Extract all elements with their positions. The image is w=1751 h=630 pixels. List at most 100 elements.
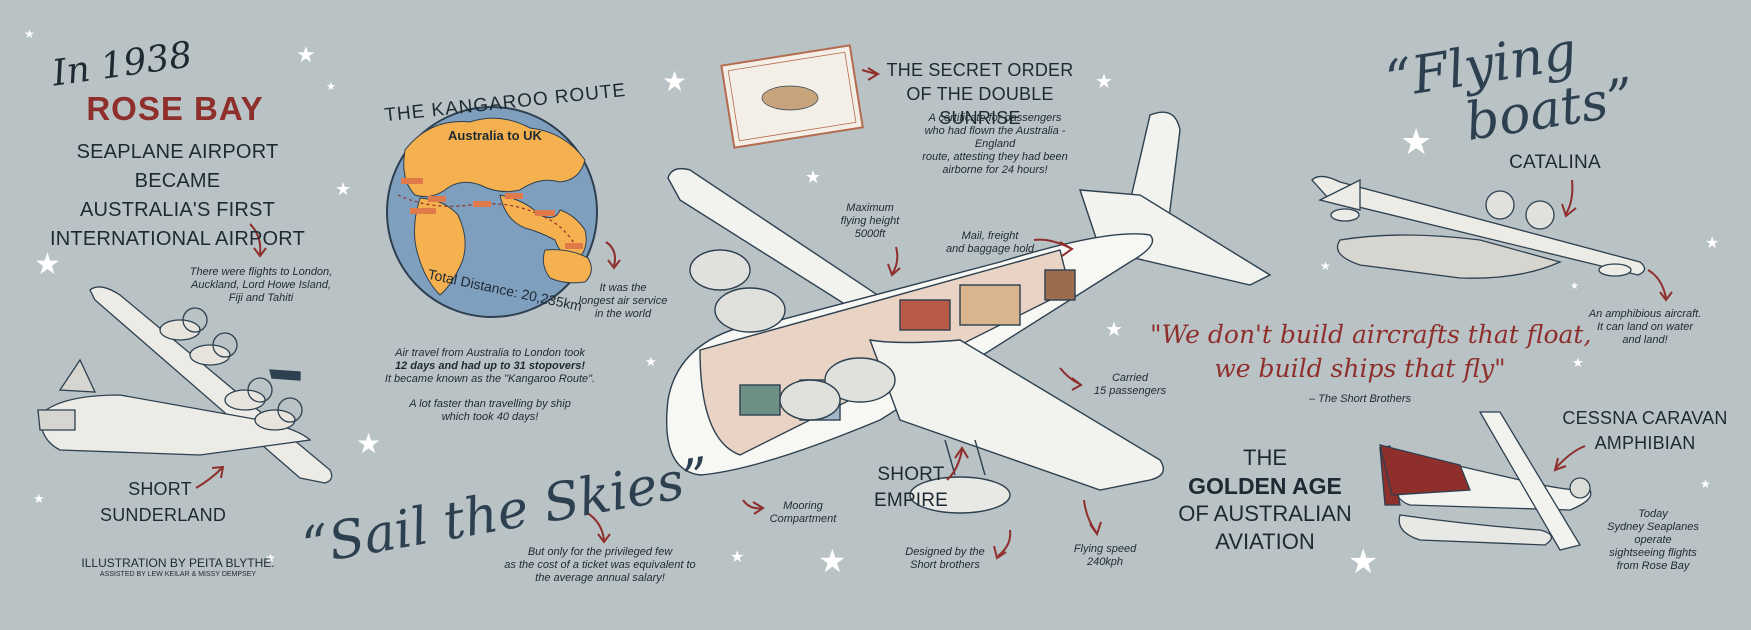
label-line: SHORT: [877, 464, 945, 485]
note-line: There were flights to London,: [189, 266, 333, 278]
credits: ILLUSTRATION BY PEITA BLYTHE. ASSISTED B…: [68, 556, 288, 578]
note-line: An amphibious aircraft.: [1588, 308, 1702, 320]
note-line: 240kph: [1086, 556, 1124, 568]
mail-note: Mail, freight and baggage hold: [935, 230, 1045, 256]
star-icon: ★: [1348, 543, 1379, 581]
star-icon: ★: [1095, 71, 1113, 93]
secret-note: A certificate for passengers who had flo…: [905, 112, 1085, 177]
star-icon: ★: [1700, 477, 1711, 491]
note-line: Sydney Seaplanes: [1607, 521, 1699, 533]
note-line: Short brothers: [910, 559, 980, 571]
flights-note: There were flights to London, Auckland, …: [176, 266, 346, 305]
star-icon: ★: [662, 66, 688, 97]
route-inner-label: Australia to UK: [448, 128, 542, 143]
annotation-arrows: [195, 67, 1673, 560]
star-icon: ★: [818, 543, 847, 579]
note-line: longest air service: [578, 295, 668, 307]
star-icon: ★: [1572, 355, 1584, 370]
note-line: Designed by the: [905, 546, 985, 558]
star-icon: ★: [805, 167, 822, 187]
note-line: and land!: [1622, 334, 1668, 346]
note-line: Mooring: [783, 500, 823, 512]
star-icon: ★: [326, 81, 336, 93]
heading-line: GOLDEN AGE: [1188, 473, 1342, 499]
label-line: SHORT: [128, 479, 192, 499]
note-line: A lot faster than travelling by ship: [409, 398, 571, 410]
catalina-note: An amphibious aircraft. It can land on w…: [1580, 308, 1710, 347]
note-line: who had flown the Australia - England: [924, 125, 1066, 150]
quote: "We don't build aircrafts that float, we…: [1150, 318, 1591, 386]
note-line: sightseeing flights: [1609, 547, 1697, 559]
star-icon: ★: [1400, 121, 1433, 162]
star-icon: ★: [33, 491, 45, 506]
note-line: operate: [1634, 534, 1672, 546]
heading-line: OF AUSTRALIAN: [1178, 501, 1352, 526]
max-height-note: Maximum flying height 5000ft: [830, 202, 910, 241]
golden-heading: THE GOLDEN AGE OF AUSTRALIAN AVIATION: [1160, 444, 1370, 556]
intro-line: SEAPLANE AIRPORT BECAME: [76, 141, 279, 192]
certificate: [720, 44, 864, 149]
note-line: which took 40 days!: [441, 411, 539, 423]
note-line: Air travel from Australia to London took: [395, 347, 585, 359]
sail-note: But only for the privileged few as the c…: [490, 546, 710, 585]
note-line: 15 passengers: [1093, 385, 1167, 397]
mooring-note: Mooring Compartment: [758, 500, 848, 526]
cessna-label: CESSNA CARAVAN AMPHIBIAN: [1560, 406, 1730, 456]
star-icon: ★: [296, 42, 316, 67]
note-line: Auckland, Lord Howe Island,: [190, 279, 332, 291]
sunderland-plane: [37, 286, 333, 484]
travel-note: Air travel from Australia to London took…: [355, 347, 625, 424]
star-icon: ★: [1705, 235, 1720, 252]
note-line: It was the: [599, 282, 647, 294]
short-empire-plane: [665, 111, 1272, 514]
note-line: Today: [1638, 508, 1668, 520]
credits-line: ASSISTED BY LEW KEILAR & MISSY DEMPSEY: [99, 571, 257, 578]
star-icon: ★: [730, 549, 745, 566]
intro-line: AUSTRALIA'S FIRST: [79, 199, 276, 221]
note-line: the average annual salary!: [535, 572, 665, 584]
secret-title: THE SECRET ORDER OF THE DOUBLE SUNRISE: [880, 58, 1080, 130]
quote-line: we build ships that fly": [1214, 354, 1506, 383]
short-empire-label: SHORT EMPIRE: [866, 462, 956, 514]
note-line: as the cost of a ticket was equivalent t…: [504, 559, 696, 571]
sunderland-label: SHORT SUNDERLAND: [100, 476, 227, 528]
star-icon: ★: [1320, 259, 1331, 273]
note-line: route, attesting they had been: [922, 151, 1068, 163]
note-line: from Rose Bay: [1616, 560, 1690, 572]
star-icon: ★: [1105, 319, 1123, 341]
label-line: SUNDERLAND: [100, 505, 227, 525]
heading-line: THE: [1243, 445, 1287, 470]
note-line: Carried: [1111, 372, 1149, 384]
note-line: Maximum: [846, 202, 894, 214]
note-line: It can land on water: [1596, 321, 1693, 333]
speed-note: Flying speed 240kph: [1060, 543, 1150, 569]
title-line: OF THE DOUBLE SUNRISE: [906, 84, 1054, 128]
title-line: THE SECRET ORDER: [886, 60, 1074, 80]
star-icon: ★: [1570, 281, 1579, 292]
label-line: EMPIRE: [873, 490, 949, 511]
cessna-plane: [1378, 411, 1592, 551]
note-line: Mail, freight: [961, 230, 1019, 242]
note-line: airborne for 24 hours!: [942, 164, 1048, 176]
globe: [386, 106, 598, 318]
label-line: AMPHIBIAN: [1594, 433, 1696, 453]
note-line: 5000ft: [854, 228, 886, 240]
longest-note: It was the longest air service in the wo…: [568, 282, 678, 321]
catalina-plane: [1311, 175, 1646, 279]
note-line: Fiji and Tahiti: [228, 292, 294, 304]
intro-place: ROSE BAY: [86, 90, 264, 127]
note-line: and baggage hold: [945, 243, 1035, 255]
note-line: It became known as the "Kangaroo Route".: [384, 373, 596, 385]
note-line: Compartment: [769, 513, 837, 525]
heading-line: AVIATION: [1215, 529, 1315, 554]
quote-attribution: – The Short Brothers: [1308, 393, 1412, 405]
star-icon: ★: [24, 27, 35, 41]
label-line: CESSNA CARAVAN: [1562, 408, 1728, 428]
star-icon: ★: [335, 179, 352, 199]
note-line: in the world: [594, 308, 652, 320]
note-line: But only for the privileged few: [527, 546, 673, 558]
star-icon: ★: [265, 551, 276, 565]
carried-note: Carried 15 passengers: [1090, 372, 1170, 398]
